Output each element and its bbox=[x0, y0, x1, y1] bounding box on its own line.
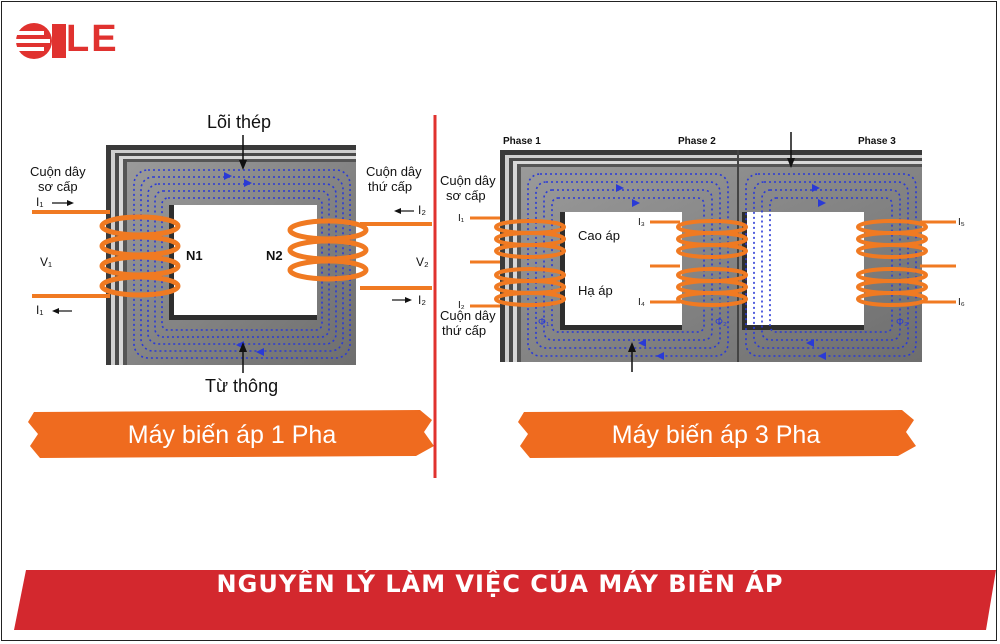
i6-label: I₆ bbox=[958, 297, 965, 308]
i5-label: I₅ bbox=[958, 217, 965, 228]
secondary-leads bbox=[360, 222, 432, 290]
three-phase-banner: Máy biến áp 3 Pha bbox=[518, 410, 916, 458]
secondary-coil bbox=[287, 218, 369, 282]
i1-label: I₁ bbox=[458, 213, 465, 224]
i2-bottom-label: I₂ bbox=[418, 293, 426, 307]
phase1-label: Phase 1 bbox=[503, 136, 541, 147]
flux-label: Từ thông bbox=[205, 376, 278, 396]
v1-label: V₁ bbox=[40, 255, 52, 269]
i2-top-label: I₂ bbox=[418, 203, 426, 217]
low-voltage-label: Hạ áp bbox=[578, 283, 613, 298]
phi2-label: Φ₂ bbox=[715, 317, 727, 328]
phase2-coil bbox=[676, 219, 748, 307]
single-phase-transformer: Lõi thép Từ thông N1 N2 bbox=[28, 112, 434, 458]
i2-label: I₂ bbox=[458, 300, 465, 311]
phi1-label: Φ₁ bbox=[538, 317, 550, 328]
footer-banner bbox=[14, 570, 996, 630]
three-phase-flux-arrows bbox=[616, 184, 826, 360]
v2-label: V₂ bbox=[416, 255, 429, 269]
primary-leads bbox=[32, 210, 110, 298]
three-phase-banner-text: Máy biến áp 3 Pha bbox=[612, 421, 821, 449]
brand-logo-mark bbox=[14, 23, 66, 59]
high-voltage-label: Cao áp bbox=[578, 228, 620, 243]
i4-label: I₄ bbox=[638, 297, 645, 308]
phase1-coil bbox=[494, 219, 566, 307]
single-phase-banner: Máy biến áp 1 Pha bbox=[28, 410, 434, 458]
phase3-coil bbox=[856, 219, 928, 307]
phi3-label: Φ₃ bbox=[896, 317, 908, 328]
tp-primary-label-2: sơ cấp bbox=[446, 188, 486, 203]
i3-label: I₃ bbox=[638, 217, 645, 228]
primary-coil-label-1: Cuộn dây bbox=[30, 164, 86, 179]
brand-logo-text: LE bbox=[66, 18, 119, 60]
single-phase-banner-text: Máy biến áp 1 Pha bbox=[128, 421, 337, 449]
three-phase-flux-lines bbox=[527, 173, 917, 357]
footer-title: NGUYÊN LÝ LÀM VIỆC CỦA MÁY BIẾN ÁP bbox=[216, 570, 784, 598]
phase3-label: Phase 3 bbox=[858, 136, 896, 147]
secondary-coil-label-2: thứ cấp bbox=[368, 179, 412, 194]
i1-top-label: I₁ bbox=[36, 195, 43, 209]
core-label: Lõi thép bbox=[207, 112, 271, 132]
primary-coil-label-2: sơ cấp bbox=[38, 179, 78, 194]
i1-bottom-label: I₁ bbox=[36, 303, 43, 317]
three-phase-transformer: Phase 1 Phase 2 Phase 3 bbox=[440, 132, 965, 458]
tp-secondary-label-2: thứ cấp bbox=[442, 323, 486, 338]
primary-coil bbox=[99, 214, 181, 298]
tp-secondary-label-1: Cuộn dây bbox=[440, 308, 496, 323]
secondary-coil-label-1: Cuộn dây bbox=[366, 164, 422, 179]
tp-primary-label-1: Cuộn dây bbox=[440, 173, 496, 188]
n2-label: N2 bbox=[266, 248, 283, 263]
phase2-label: Phase 2 bbox=[678, 136, 716, 147]
n1-label: N1 bbox=[186, 248, 203, 263]
